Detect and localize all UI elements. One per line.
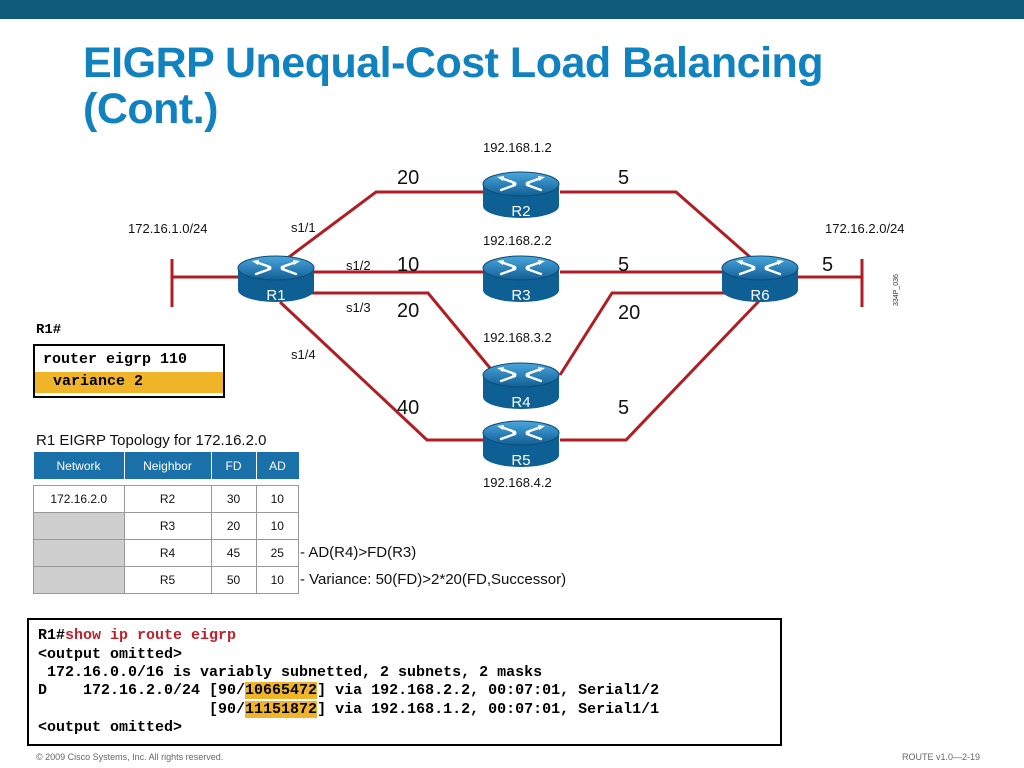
config-line-variance: variance 2 bbox=[53, 373, 144, 390]
table-row: R3 20 10 bbox=[33, 512, 299, 540]
link-r5-r6 bbox=[560, 298, 762, 442]
cost-r1-r4: 20 bbox=[397, 300, 419, 322]
table-row: R4 45 25 bbox=[33, 539, 299, 567]
note-variance-condition: - Variance: 50(FD)>2*20(FD,Successor) bbox=[300, 571, 567, 588]
footer-page: ROUTE v1.0—2-19 bbox=[902, 752, 981, 762]
output-line: <output omitted> bbox=[38, 719, 183, 736]
r3-ip-label: 192.168.2.2 bbox=[483, 233, 552, 248]
interface-s1-3: s1/3 bbox=[346, 300, 371, 315]
link-r1-r2 bbox=[284, 190, 483, 262]
cost-r2-r6: 5 bbox=[618, 167, 629, 189]
right-network-label: 172.16.2.0/24 bbox=[825, 221, 905, 236]
col-network: Network bbox=[33, 452, 125, 479]
router-r1: R1 bbox=[236, 254, 316, 304]
metric-highlight-2: 11151872 bbox=[245, 701, 318, 718]
router-r2: R2 bbox=[481, 170, 561, 220]
cost-r6-lan: 5 bbox=[822, 254, 833, 276]
link-r2-r6 bbox=[560, 190, 751, 259]
note-ad-condition: - AD(R4)>FD(R3) bbox=[300, 544, 417, 561]
cost-r3-r6: 5 bbox=[618, 254, 629, 276]
cost-r5-r6: 5 bbox=[618, 397, 629, 419]
interface-s1-4: s1/4 bbox=[291, 347, 316, 362]
col-fd: FD bbox=[211, 452, 257, 479]
footer-copyright: © 2009 Cisco Systems, Inc. All rights re… bbox=[36, 752, 224, 762]
link-r1-r4 bbox=[304, 291, 492, 369]
col-ad: AD bbox=[256, 452, 299, 479]
output-line: 172.16.0.0/16 is variably subnetted, 2 s… bbox=[38, 664, 543, 681]
col-neighbor: Neighbor bbox=[124, 452, 212, 479]
svg-text:R4: R4 bbox=[511, 394, 530, 411]
router-r5: R5 bbox=[481, 419, 561, 469]
cost-r1-r3: 10 bbox=[397, 254, 419, 276]
output-route-line-2: [90/11151872] via 192.168.1.2, 00:07:01,… bbox=[38, 701, 660, 718]
router-r3: R3 bbox=[481, 254, 561, 304]
config-line-variance-highlight: variance 2 bbox=[35, 372, 223, 393]
figure-id: 334P_036 bbox=[893, 274, 900, 306]
slide-title: EIGRP Unequal-Cost Load Balancing (Cont.… bbox=[83, 39, 824, 133]
table-header-row: Network Neighbor FD AD bbox=[33, 452, 299, 479]
config-box: router eigrp 110 variance 2 bbox=[33, 344, 225, 398]
route-output-box: R1#show ip route eigrp <output omitted> … bbox=[27, 618, 782, 746]
svg-text:R2: R2 bbox=[511, 203, 530, 220]
topology-caption: R1 EIGRP Topology for 172.16.2.0 bbox=[36, 432, 267, 449]
table-row: R5 50 10 bbox=[33, 566, 299, 594]
svg-text:R3: R3 bbox=[511, 287, 530, 304]
left-network-label: 172.16.1.0/24 bbox=[128, 221, 208, 236]
output-route-line-1: D 172.16.2.0/24 [90/10665472] via 192.16… bbox=[38, 682, 660, 699]
output-line: <output omitted> bbox=[38, 646, 183, 663]
top-bar bbox=[0, 0, 1024, 19]
svg-text:R1: R1 bbox=[266, 287, 285, 304]
cost-r4-r6: 20 bbox=[618, 302, 640, 324]
metric-highlight-1: 10665472 bbox=[245, 682, 318, 699]
config-line-router: router eigrp 110 bbox=[43, 351, 188, 368]
table-row: 172.16.2.0 R2 30 10 bbox=[33, 485, 299, 513]
output-command: show ip route eigrp bbox=[65, 627, 237, 644]
interface-s1-1: s1/1 bbox=[291, 220, 316, 235]
topology-table: Network Neighbor FD AD 172.16.2.0 R2 30 … bbox=[33, 452, 299, 594]
r4-ip-label: 192.168.3.2 bbox=[483, 330, 552, 345]
svg-text:R6: R6 bbox=[750, 287, 769, 304]
config-prompt: R1# bbox=[36, 322, 62, 338]
router-r4: R4 bbox=[481, 361, 561, 411]
r2-ip-label: 192.168.1.2 bbox=[483, 140, 552, 155]
svg-text:R5: R5 bbox=[511, 452, 530, 469]
output-command-line: R1#show ip route eigrp bbox=[38, 627, 237, 644]
cost-r1-r2: 20 bbox=[397, 167, 419, 189]
r5-ip-label: 192.168.4.2 bbox=[483, 475, 552, 490]
link-r1-r5 bbox=[278, 300, 483, 442]
link-r4-r6 bbox=[558, 291, 732, 376]
interface-s1-2: s1/2 bbox=[346, 258, 371, 273]
cost-r1-r5: 40 bbox=[397, 397, 419, 419]
router-r6: R6 bbox=[720, 254, 800, 304]
